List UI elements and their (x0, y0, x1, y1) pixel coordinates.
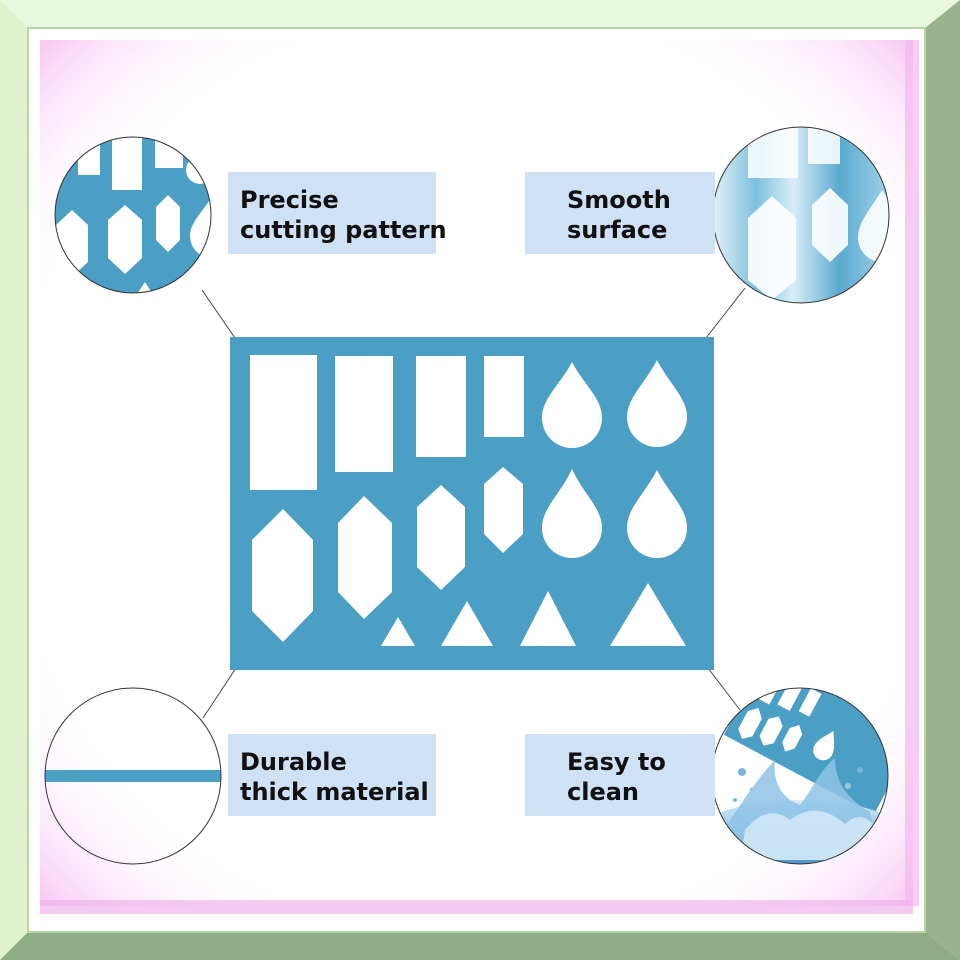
hexagon-cutout (417, 485, 465, 590)
feature-label-durable: Durable thick material (228, 734, 436, 816)
triangle-cutout (520, 591, 576, 646)
hexagon-cutout (338, 496, 392, 619)
rectangle-cutout (484, 356, 524, 437)
feature-label-smooth: Smooth surface (525, 172, 715, 254)
triangle-cutout (610, 583, 686, 646)
rectangle-cutout (416, 356, 466, 457)
feature-label-precise: Precise cutting pattern (228, 172, 447, 254)
glossy-surface-icon (712, 126, 890, 304)
rectangle-cutout (335, 356, 393, 472)
teardrop-cutout (627, 360, 687, 447)
feature-label-easy-clean: Easy to clean (525, 734, 715, 816)
teardrop-cutout (542, 469, 602, 558)
hexagon-cutout (252, 509, 313, 642)
teardrop-cutout (627, 470, 687, 558)
rectangle-cutout (250, 355, 317, 490)
teardrop-cutout (542, 362, 602, 448)
triangle-cutout (441, 601, 493, 646)
thickness-line-icon (44, 687, 222, 865)
stencil-sheet (230, 337, 714, 670)
hexagon-cutout (484, 467, 523, 553)
leader-lines (201, 287, 746, 719)
triangle-cutout (381, 617, 415, 646)
